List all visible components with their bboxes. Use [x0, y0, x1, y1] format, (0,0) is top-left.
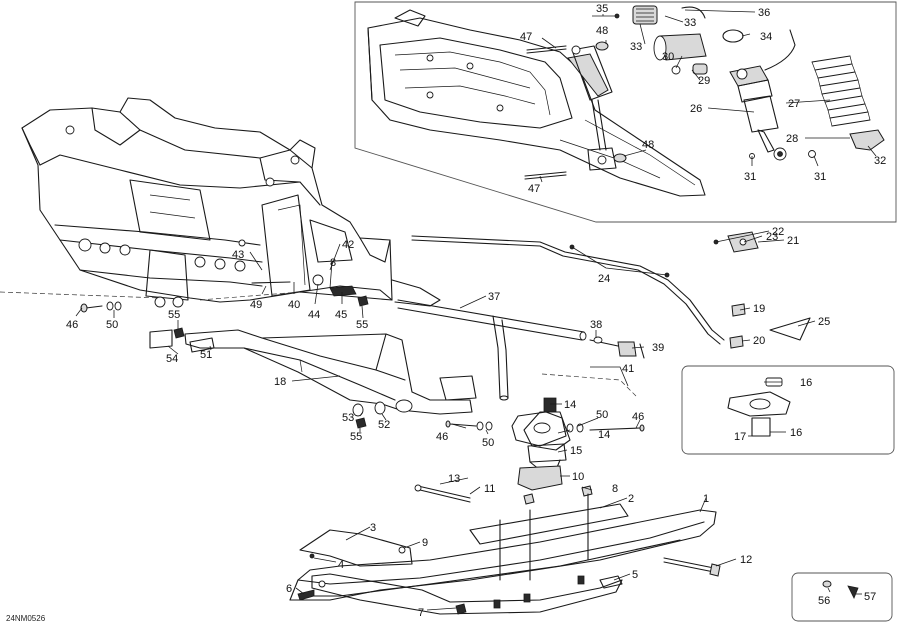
- callout-50-b: 50: [482, 437, 494, 449]
- callout-33-a: 33: [630, 41, 642, 53]
- callout-8-a: 8: [612, 483, 618, 495]
- callout-10: 10: [572, 471, 584, 483]
- callout-2: 2: [628, 493, 634, 505]
- callout-44: 44: [308, 309, 320, 321]
- callout-28: 28: [786, 133, 798, 145]
- callout-15: 15: [570, 445, 582, 457]
- callout-labels: 1 2 3 4 5 6 7 8 8 9 10 11 12 13 14 14 15…: [66, 3, 886, 619]
- callout-50-c: 50: [596, 409, 608, 421]
- callout-13: 13: [448, 473, 460, 485]
- callout-18: 18: [274, 376, 286, 388]
- callout-19: 19: [753, 303, 765, 315]
- callout-14-b: 14: [598, 429, 610, 441]
- callout-32: 32: [874, 155, 886, 167]
- callout-50-a: 50: [106, 319, 118, 331]
- callout-31-a: 31: [744, 171, 756, 183]
- callout-16-a: 16: [800, 377, 812, 389]
- callout-11: 11: [484, 483, 495, 495]
- spindle-assembly: [511, 373, 637, 471]
- callout-3: 3: [370, 522, 376, 534]
- callout-31-b: 31: [814, 171, 826, 183]
- callout-36: 36: [758, 7, 770, 19]
- callout-43: 43: [232, 249, 244, 261]
- rear-frame-section: [367, 9, 706, 197]
- callout-22: 22: [772, 226, 784, 238]
- callout-51: 51: [200, 349, 212, 361]
- callout-41: 41: [622, 363, 634, 375]
- front-frame: [0, 97, 441, 308]
- callout-54: 54: [166, 353, 178, 365]
- callout-35: 35: [596, 3, 608, 15]
- callout-12: 12: [740, 554, 752, 566]
- inset-frames: [354, 1, 897, 622]
- rear-shock-inner: [567, 45, 617, 171]
- callout-27: 27: [788, 98, 800, 110]
- callout-25: 25: [818, 316, 830, 328]
- callout-5: 5: [632, 569, 638, 581]
- callout-55-a: 55: [168, 309, 180, 321]
- rear-shock-absorber: [729, 29, 796, 161]
- callout-14-a: 14: [564, 399, 576, 411]
- callout-34: 34: [760, 31, 772, 43]
- callout-46-b: 46: [436, 431, 448, 443]
- ski: [289, 503, 717, 615]
- ski-leg-inset-frame: [681, 365, 895, 455]
- callout-33-b: 33: [684, 17, 696, 29]
- callout-55-c: 55: [350, 431, 362, 443]
- callout-9: 9: [422, 537, 428, 549]
- callout-46-a: 46: [66, 319, 78, 331]
- callout-40: 40: [288, 299, 300, 311]
- callout-39: 39: [652, 342, 664, 354]
- callout-46-c: 46: [632, 411, 644, 423]
- callout-7: 7: [418, 607, 424, 619]
- callout-21: 21: [787, 235, 799, 247]
- fastener-inset-frame: [791, 572, 893, 622]
- callout-55-b: 55: [356, 319, 368, 331]
- callout-26: 26: [690, 103, 702, 115]
- callout-1: 1: [703, 493, 709, 505]
- rear-shock-inset-frame: [354, 1, 897, 223]
- callout-38: 38: [590, 319, 602, 331]
- callout-23: 23: [766, 231, 778, 243]
- rear-shock-small-parts: [524, 5, 885, 180]
- callout-6: 6: [286, 583, 292, 595]
- callout-47-b: 47: [528, 183, 540, 195]
- sway-bar: [411, 231, 811, 349]
- callout-4: 4: [338, 559, 344, 571]
- callout-56: 56: [818, 595, 830, 607]
- inset-spindle-parts: [727, 377, 791, 437]
- callout-17: 17: [734, 431, 746, 443]
- callout-49: 49: [250, 299, 262, 311]
- callout-57: 57: [864, 591, 876, 603]
- tie-rod: [397, 299, 587, 401]
- callout-8-b: 8: [330, 257, 336, 269]
- callout-29: 29: [698, 75, 710, 87]
- callout-30: 30: [662, 51, 674, 63]
- callout-45: 45: [335, 309, 347, 321]
- callout-47-a: 47: [520, 31, 532, 43]
- callout-24: 24: [598, 273, 610, 285]
- callout-42: 42: [342, 239, 354, 251]
- rear-shock-spring: [811, 55, 871, 127]
- callout-48-b: 48: [642, 139, 654, 151]
- callout-16-b: 16: [790, 427, 802, 439]
- callout-20: 20: [753, 335, 765, 347]
- drawing-code: 24NM0526: [6, 614, 46, 623]
- callout-37: 37: [488, 291, 500, 303]
- callout-53: 53: [342, 412, 354, 424]
- a-arm: [184, 329, 477, 415]
- leader-lines: [75, 9, 877, 611]
- callout-48-a: 48: [596, 25, 608, 37]
- small-fasteners: [80, 274, 859, 615]
- callout-52: 52: [378, 419, 390, 431]
